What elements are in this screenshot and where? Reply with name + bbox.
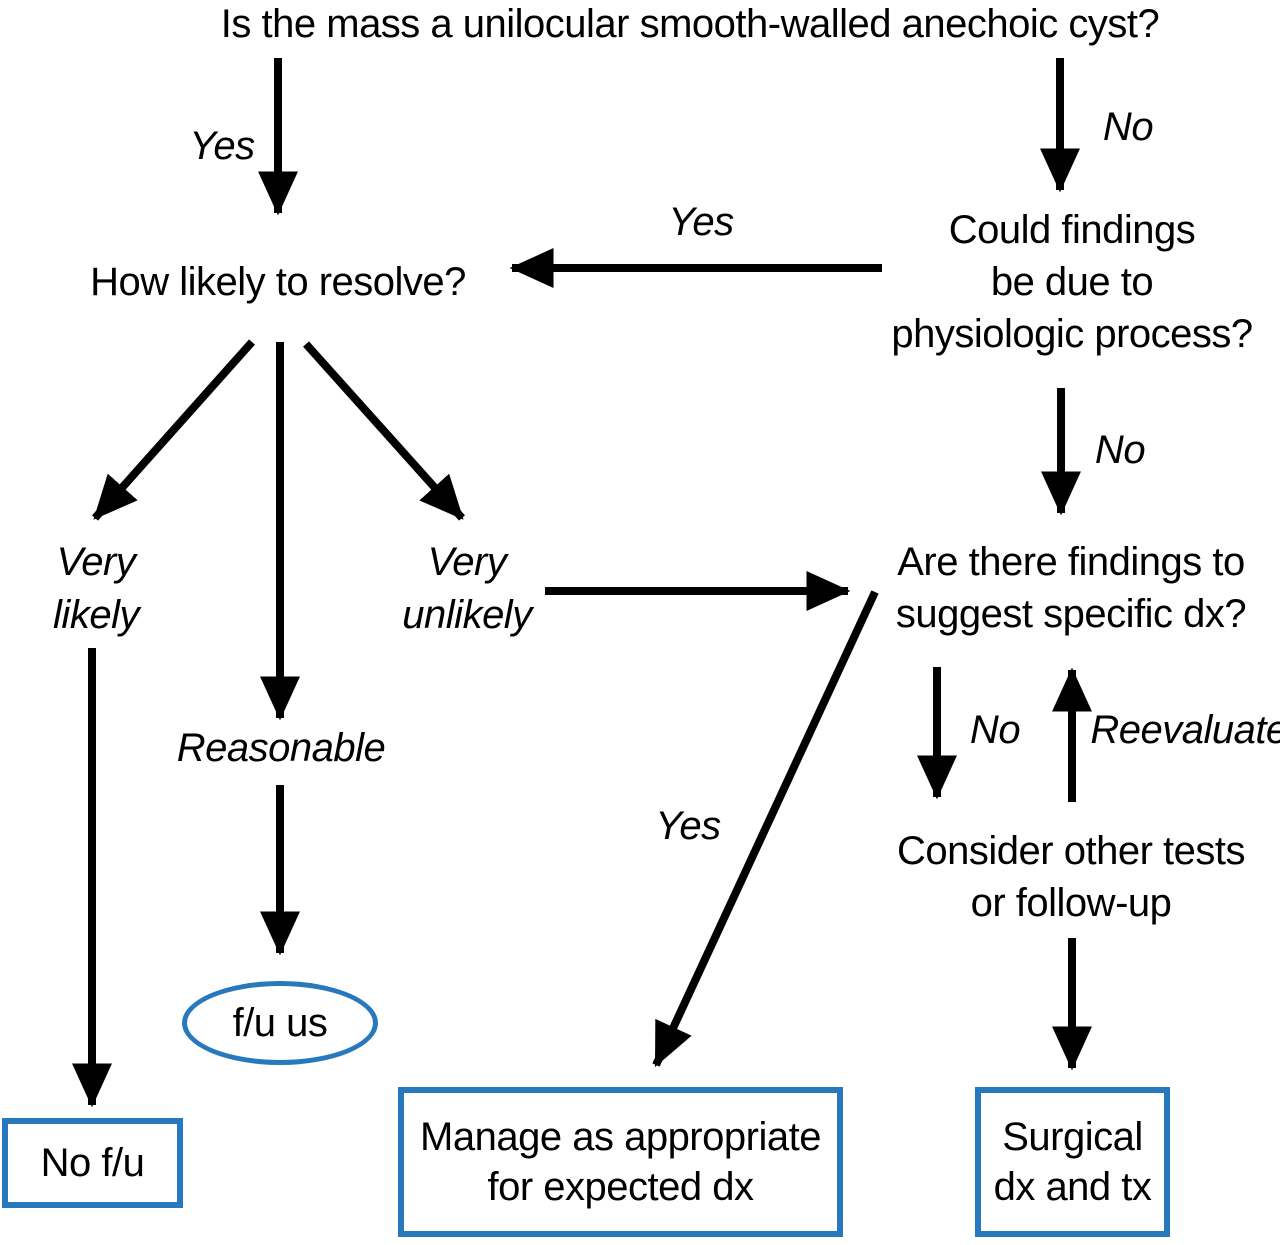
- node-are-there-findings-line2: suggest specific dx?: [895, 592, 1247, 636]
- node-could-findings: Could findings be due to physiologic pro…: [891, 204, 1253, 360]
- node-could-findings-line3: physiologic process?: [891, 312, 1253, 356]
- edge-label-yes-top: Yes: [189, 124, 255, 168]
- node-no-fu-box: No f/u: [2, 1118, 183, 1208]
- edge-label-no-specific-dx: No: [969, 708, 1021, 752]
- node-could-findings-line2: be due to: [990, 260, 1154, 304]
- branch-reasonable: Reasonable: [176, 726, 386, 770]
- node-fu-us-label: f/u us: [232, 1000, 328, 1045]
- node-manage-box: Manage as appropriate for expected dx: [398, 1087, 843, 1237]
- arrow-findings-yes-to-manage: [652, 590, 879, 1068]
- node-manage-line2: for expected dx: [487, 1165, 755, 1209]
- node-surgical-box: Surgical dx and tx: [975, 1087, 1170, 1237]
- node-are-there-findings: Are there findings to suggest specific d…: [895, 536, 1247, 640]
- node-are-there-findings-line1: Are there findings to: [897, 540, 1245, 584]
- node-no-fu-label: No f/u: [40, 1141, 145, 1185]
- question-unilocular-cyst: Is the mass a unilocular smooth-walled a…: [220, 2, 1160, 46]
- branch-very-unlikely: Very unlikely: [402, 536, 532, 642]
- node-how-likely-to-resolve: How likely to resolve?: [90, 260, 466, 304]
- edge-label-no-physiologic: No: [1094, 428, 1146, 472]
- edge-label-yes-specific-dx: Yes: [655, 804, 721, 848]
- node-surgical-line1: Surgical: [1002, 1115, 1143, 1159]
- edge-label-reevaluate: Reevaluate: [1090, 708, 1280, 752]
- branch-very-unlikely-line2: unlikely: [402, 593, 532, 637]
- arrow-resolve-to-very-unlikely: [303, 341, 465, 521]
- node-surgical-line2: dx and tx: [993, 1165, 1152, 1209]
- node-consider-other-tests-line1: Consider other tests: [897, 829, 1245, 873]
- branch-very-likely: Very likely: [53, 536, 139, 642]
- branch-very-unlikely-line1: Very: [427, 540, 507, 584]
- node-could-findings-line1: Could findings: [948, 208, 1196, 252]
- edge-label-yes-physiologic: Yes: [668, 200, 734, 244]
- node-consider-other-tests-line2: or follow-up: [970, 881, 1172, 925]
- node-fu-us-ellipse: f/u us: [182, 981, 378, 1065]
- arrow-resolve-to-very-likely: [92, 339, 255, 521]
- branch-very-likely-line2: likely: [53, 593, 139, 637]
- edge-label-no-top: No: [1102, 105, 1154, 149]
- branch-very-likely-line1: Very: [56, 540, 136, 584]
- node-consider-other-tests: Consider other tests or follow-up: [897, 825, 1245, 929]
- node-manage-line1: Manage as appropriate: [420, 1115, 821, 1159]
